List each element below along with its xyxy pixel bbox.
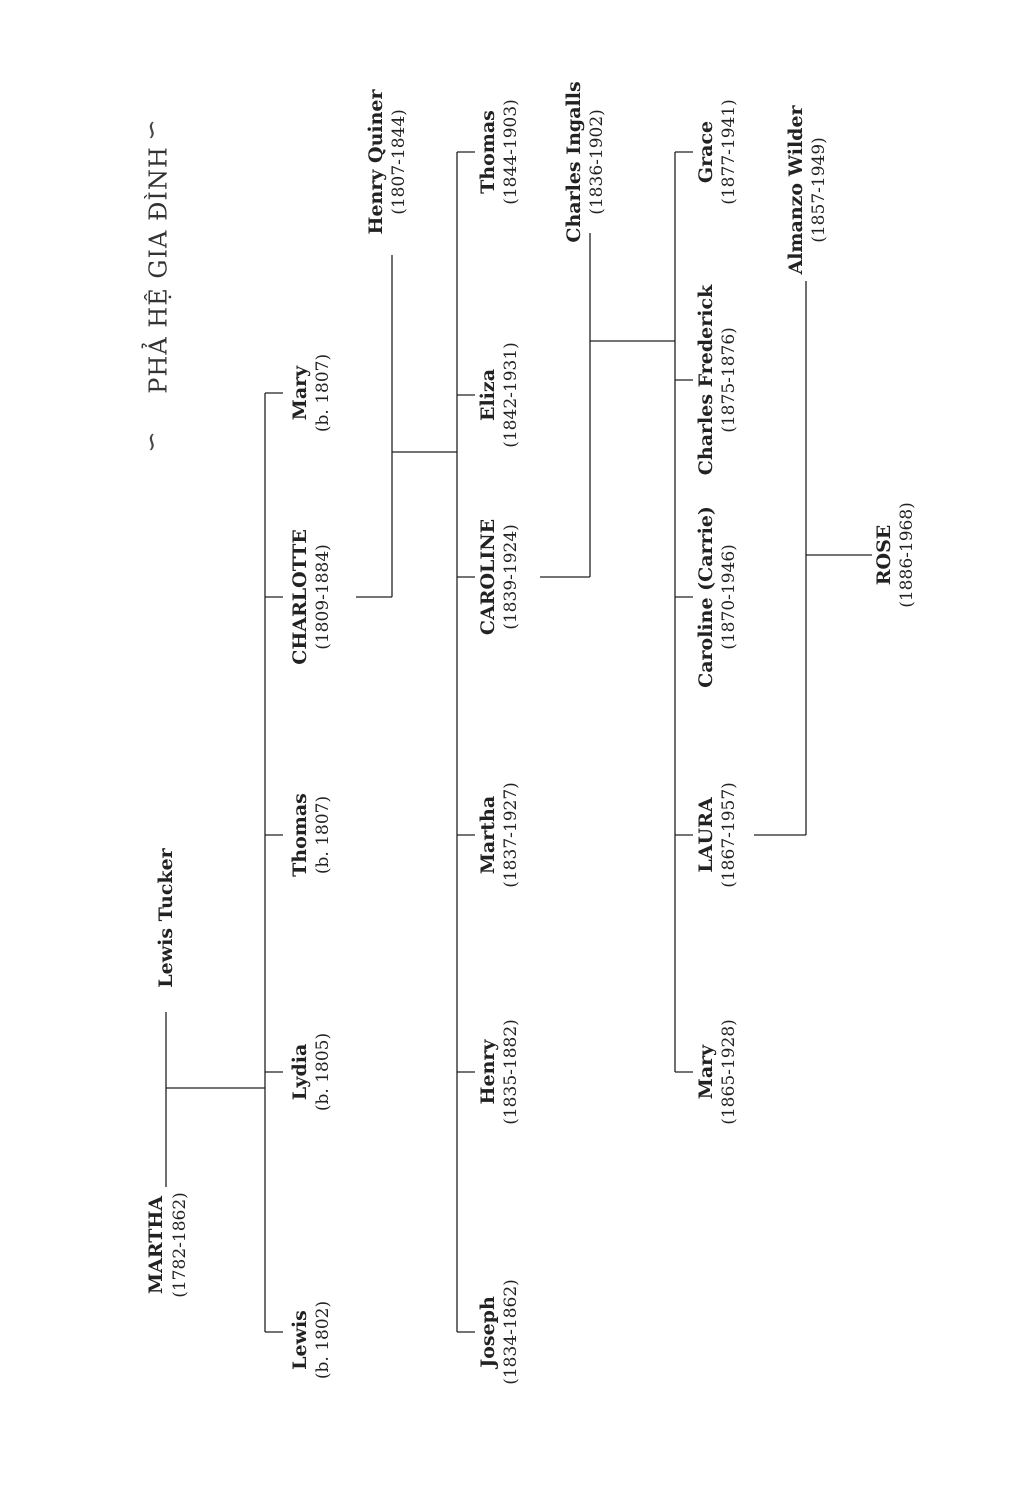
person-mary-1865: Mary (1865-1928) [695, 1019, 739, 1125]
person-dates: (1867-1957) [719, 782, 739, 888]
person-name: Henry Quiner [365, 89, 387, 235]
person-name: Thomas [477, 110, 499, 194]
person-thomas-1844: Thomas (1844-1903) [477, 99, 521, 205]
person-martha-grandmother: MARTHA (1782-1862) [145, 1192, 190, 1298]
person-dates: (1886-1968) [897, 502, 917, 608]
person-name: Henry [477, 1039, 499, 1105]
person-joseph: Joseph (1834-1862) [477, 1279, 521, 1385]
person-dates: (1875-1876) [719, 327, 739, 433]
person-eliza: Eliza (1842-1931) [477, 342, 521, 448]
page-title: PHẢ HỆ GIA ĐÌNH [141, 146, 173, 394]
person-name: Mary [289, 365, 311, 420]
person-name: Almanzo Wilder [785, 104, 807, 275]
person-caroline: CAROLINE (1839-1924) [477, 519, 521, 635]
person-dates: (1870-1946) [719, 544, 739, 650]
person-laura: LAURA (1867-1957) [695, 782, 739, 888]
person-grace: Grace (1877-1941) [695, 99, 739, 205]
person-dates: (1844-1903) [501, 99, 521, 205]
person-dates: (b. 1807) [313, 354, 333, 432]
person-lewis: Lewis (b. 1802) [289, 1301, 333, 1379]
person-name: ROSE [873, 525, 895, 586]
person-dates: (1842-1931) [501, 342, 521, 448]
person-dates: (1877-1941) [719, 99, 739, 205]
person-name: Lewis Tucker [155, 847, 177, 987]
person-dates: (1837-1927) [501, 782, 521, 888]
person-dates: (1857-1949) [809, 137, 829, 243]
person-charlotte: CHARLOTTE (1809-1884) [289, 529, 333, 665]
person-name: Martha [477, 796, 499, 874]
person-name: Eliza [477, 369, 499, 421]
person-lydia: Lydia (b. 1805) [289, 1033, 333, 1111]
person-dates: (1809-1884) [313, 544, 333, 650]
person-name: Mary [695, 1044, 717, 1099]
title-block: ∽ PHẢ HỆ GIA ĐÌNH ∽ [137, 119, 173, 453]
person-name: CAROLINE [477, 519, 499, 635]
person-dates: (1865-1928) [719, 1019, 739, 1125]
person-dates: (1782-1862) [170, 1192, 190, 1298]
person-dates: (b. 1807) [313, 796, 333, 874]
person-name: CHARLOTTE [289, 529, 311, 665]
person-dates: (b. 1805) [313, 1033, 333, 1111]
person-thomas-1807: Thomas (b. 1807) [289, 793, 333, 877]
person-dates: (1836-1902) [587, 109, 607, 215]
person-name: Charles Frederick [695, 284, 717, 475]
person-almanzo-wilder: Almanzo Wilder (1857-1949) [785, 104, 829, 275]
person-dates: (1834-1862) [501, 1279, 521, 1385]
person-name: Charles Ingalls [563, 81, 585, 242]
person-charles-ingalls: Charles Ingalls (1836-1902) [563, 81, 607, 242]
person-name: Grace [695, 121, 717, 183]
person-name: Lydia [289, 1044, 311, 1101]
person-charles-frederick: Charles Frederick (1875-1876) [695, 284, 739, 475]
person-name: LAURA [695, 797, 717, 872]
connector-lines [165, 151, 872, 1333]
person-name: Thomas [289, 793, 311, 877]
person-dates: (1839-1924) [501, 524, 521, 630]
ornament-right-icon: ∽ [137, 119, 167, 141]
person-dates: (1807-1844) [389, 109, 409, 215]
person-lewis-tucker: Lewis Tucker [155, 847, 177, 987]
person-henry-quiner: Henry Quiner (1807-1844) [365, 89, 409, 235]
person-carrie: Caroline (Carrie) (1870-1946) [695, 506, 739, 688]
person-martha: Martha (1837-1927) [477, 782, 521, 888]
person-name: MARTHA [145, 1196, 167, 1294]
person-name: Caroline (Carrie) [695, 506, 717, 688]
person-name: Lewis [289, 1310, 311, 1370]
person-name: Joseph [477, 1296, 499, 1370]
person-mary-1807: Mary (b. 1807) [289, 354, 333, 432]
ornament-left-icon: ∽ [137, 431, 167, 453]
person-henry: Henry (1835-1882) [477, 1019, 521, 1125]
person-dates: (b. 1802) [313, 1301, 333, 1379]
person-dates: (1835-1882) [501, 1019, 521, 1125]
person-rose: ROSE (1886-1968) [873, 502, 917, 608]
